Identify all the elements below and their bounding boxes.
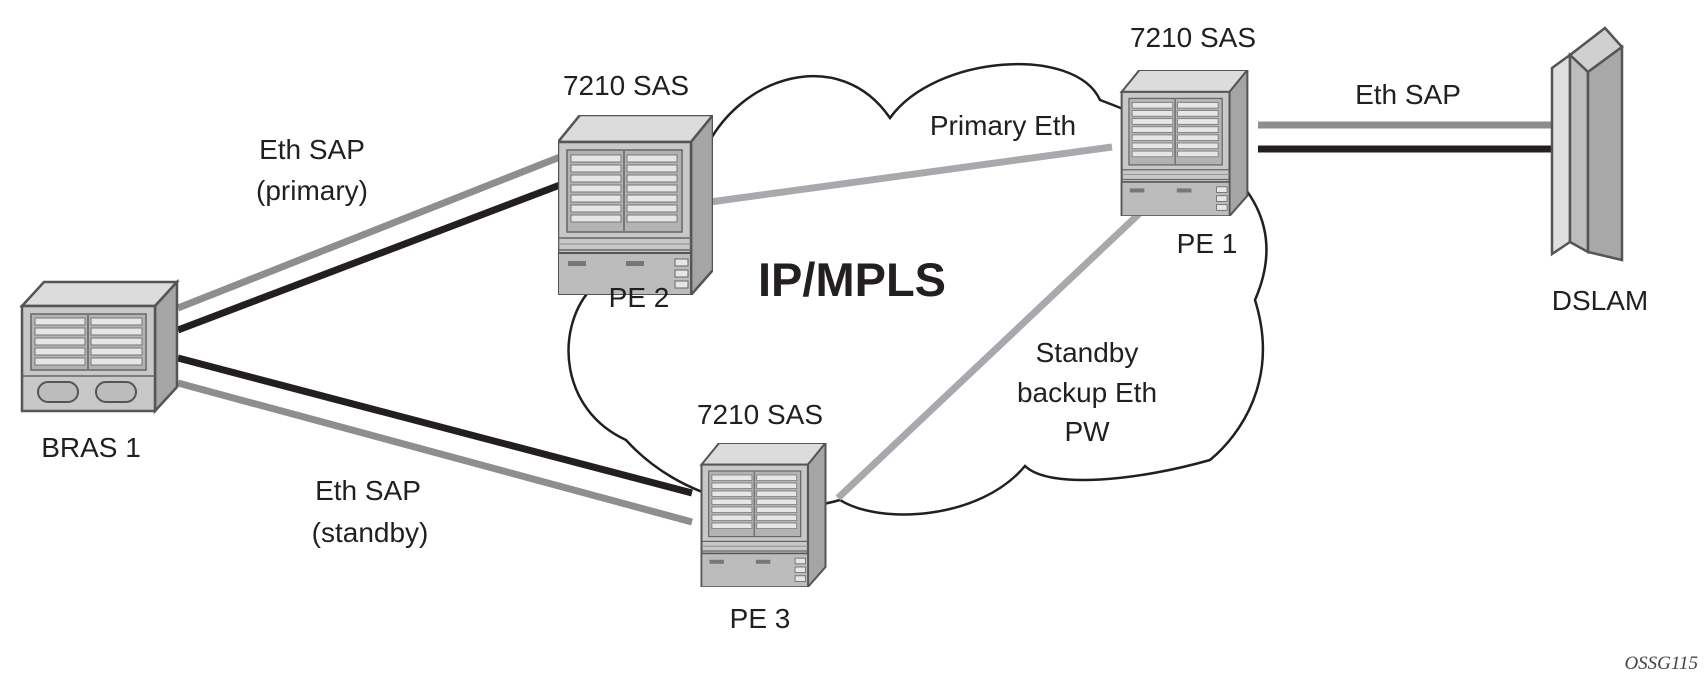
router-pe2-icon [558,115,713,295]
router-pe2 [558,115,713,295]
link-pe3-pe1 [835,208,1145,501]
pe2-name-label: PE 2 [609,282,670,313]
link-bras-pe2-dark [176,181,562,334]
pe3-pe1-link-label-1: Standby [1036,337,1139,368]
pe3-pe1-link-label-3: PW [1064,416,1110,447]
router-pe3-icon [700,443,827,587]
dslam-device [1550,26,1624,262]
pe2-model-label: 7210 SAS [563,70,689,101]
pe1-model-label: 7210 SAS [1130,22,1256,53]
bras-pe3-link-label-2: (standby) [312,517,429,548]
pe1-name-label: PE 1 [1177,228,1238,259]
dslam-name-label: DSLAM [1552,285,1648,316]
bras-device [19,278,180,415]
pe3-name-label: PE 3 [730,603,791,634]
pe1-dslam-link-label: Eth SAP [1355,79,1461,110]
pe3-pe1-link-label-2: backup Eth [1017,377,1157,408]
bras-pe2-link-label-2: (primary) [256,175,368,206]
link-bras-pe2-light [176,153,562,312]
pe3-model-label: 7210 SAS [697,399,823,430]
router-pe1 [1120,70,1249,216]
pe2-pe1-link-label: Primary Eth [930,110,1076,141]
link-bras-pe3-light [177,379,693,526]
router-pe1-icon [1120,70,1249,216]
ip-mpls-label: IP/MPLS [758,253,946,306]
router-pe3 [700,443,827,587]
bras-name-label: BRAS 1 [41,432,141,463]
link-pe2-pe1 [709,143,1113,206]
bras-pe2-link-label-1: Eth SAP [259,134,365,165]
link-bras-pe3-dark [177,354,693,497]
bras-pe3-link-label-1: Eth SAP [315,475,421,506]
figure-id: OSSG115 [1624,653,1698,674]
